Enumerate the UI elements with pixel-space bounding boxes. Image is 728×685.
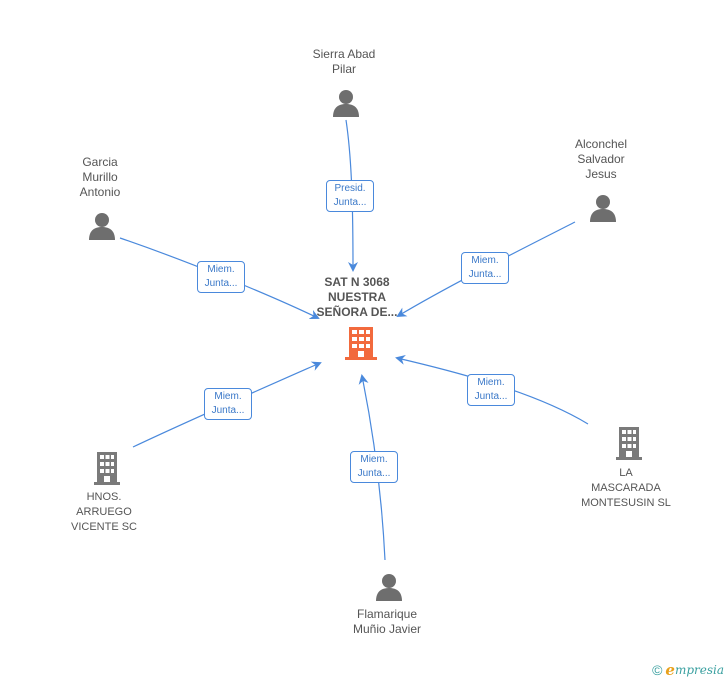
building-icon[interactable] [93,451,121,485]
building-icon[interactable] [615,426,643,460]
node-name-sierra[interactable]: Sierra Abad Pilar [312,47,376,76]
edge-label-hnos[interactable]: Miem. Junta... [204,388,252,420]
person-icon[interactable] [589,194,617,222]
person-icon[interactable] [332,89,360,117]
node-name-garcia[interactable]: Garcia Murillo Antonio [79,155,121,199]
node-name-alconchel[interactable]: Alconchel Salvador Jesus [574,137,628,181]
edge-label-alconchel[interactable]: Miem. Junta... [461,252,509,284]
node-name-mascarada[interactable]: LA MASCARADA MONTESUSIN SL [581,467,671,509]
edge-label-mascarada[interactable]: Miem. Junta... [467,374,515,406]
node-name-flamarique[interactable]: Flamarique Muñio Javier [352,607,422,636]
edge-role-line1: Miem. [471,255,499,266]
node-name-hnos[interactable]: HNOS. ARRUEGO VICENTE SC [70,491,138,533]
center-company-name[interactable]: SAT N 3068 NUESTRA SEÑORA DE... [316,275,398,319]
building-icon[interactable] [344,326,378,360]
edge-role-line2: Junta... [204,278,238,289]
person-icon[interactable] [375,573,403,601]
edge-label-flamarique[interactable]: Miem. Junta... [350,451,398,483]
edge-role-line2: Junta... [474,391,508,402]
edge-role-line1: Miem. [214,391,242,402]
brand-logo-initial: e [665,661,675,679]
edge-label-garcia[interactable]: Miem. Junta... [197,261,245,293]
brand-logo-text: mpresia [674,663,724,677]
edge-role-line1: Miem. [477,377,505,388]
edge-role-line1: Presid. [334,183,366,194]
edge-label-sierra[interactable]: Presid. Junta... [326,180,374,212]
edge-role-line2: Junta... [357,468,391,479]
edge-role-line2: Junta... [468,269,502,280]
edge-role-line2: Junta... [333,197,367,208]
edge-role-line1: Miem. [207,264,235,275]
person-icon[interactable] [88,212,116,240]
edge-role-line2: Junta... [211,405,245,416]
edge-role-line1: Miem. [360,454,388,465]
copyright-icon: © [652,662,663,678]
